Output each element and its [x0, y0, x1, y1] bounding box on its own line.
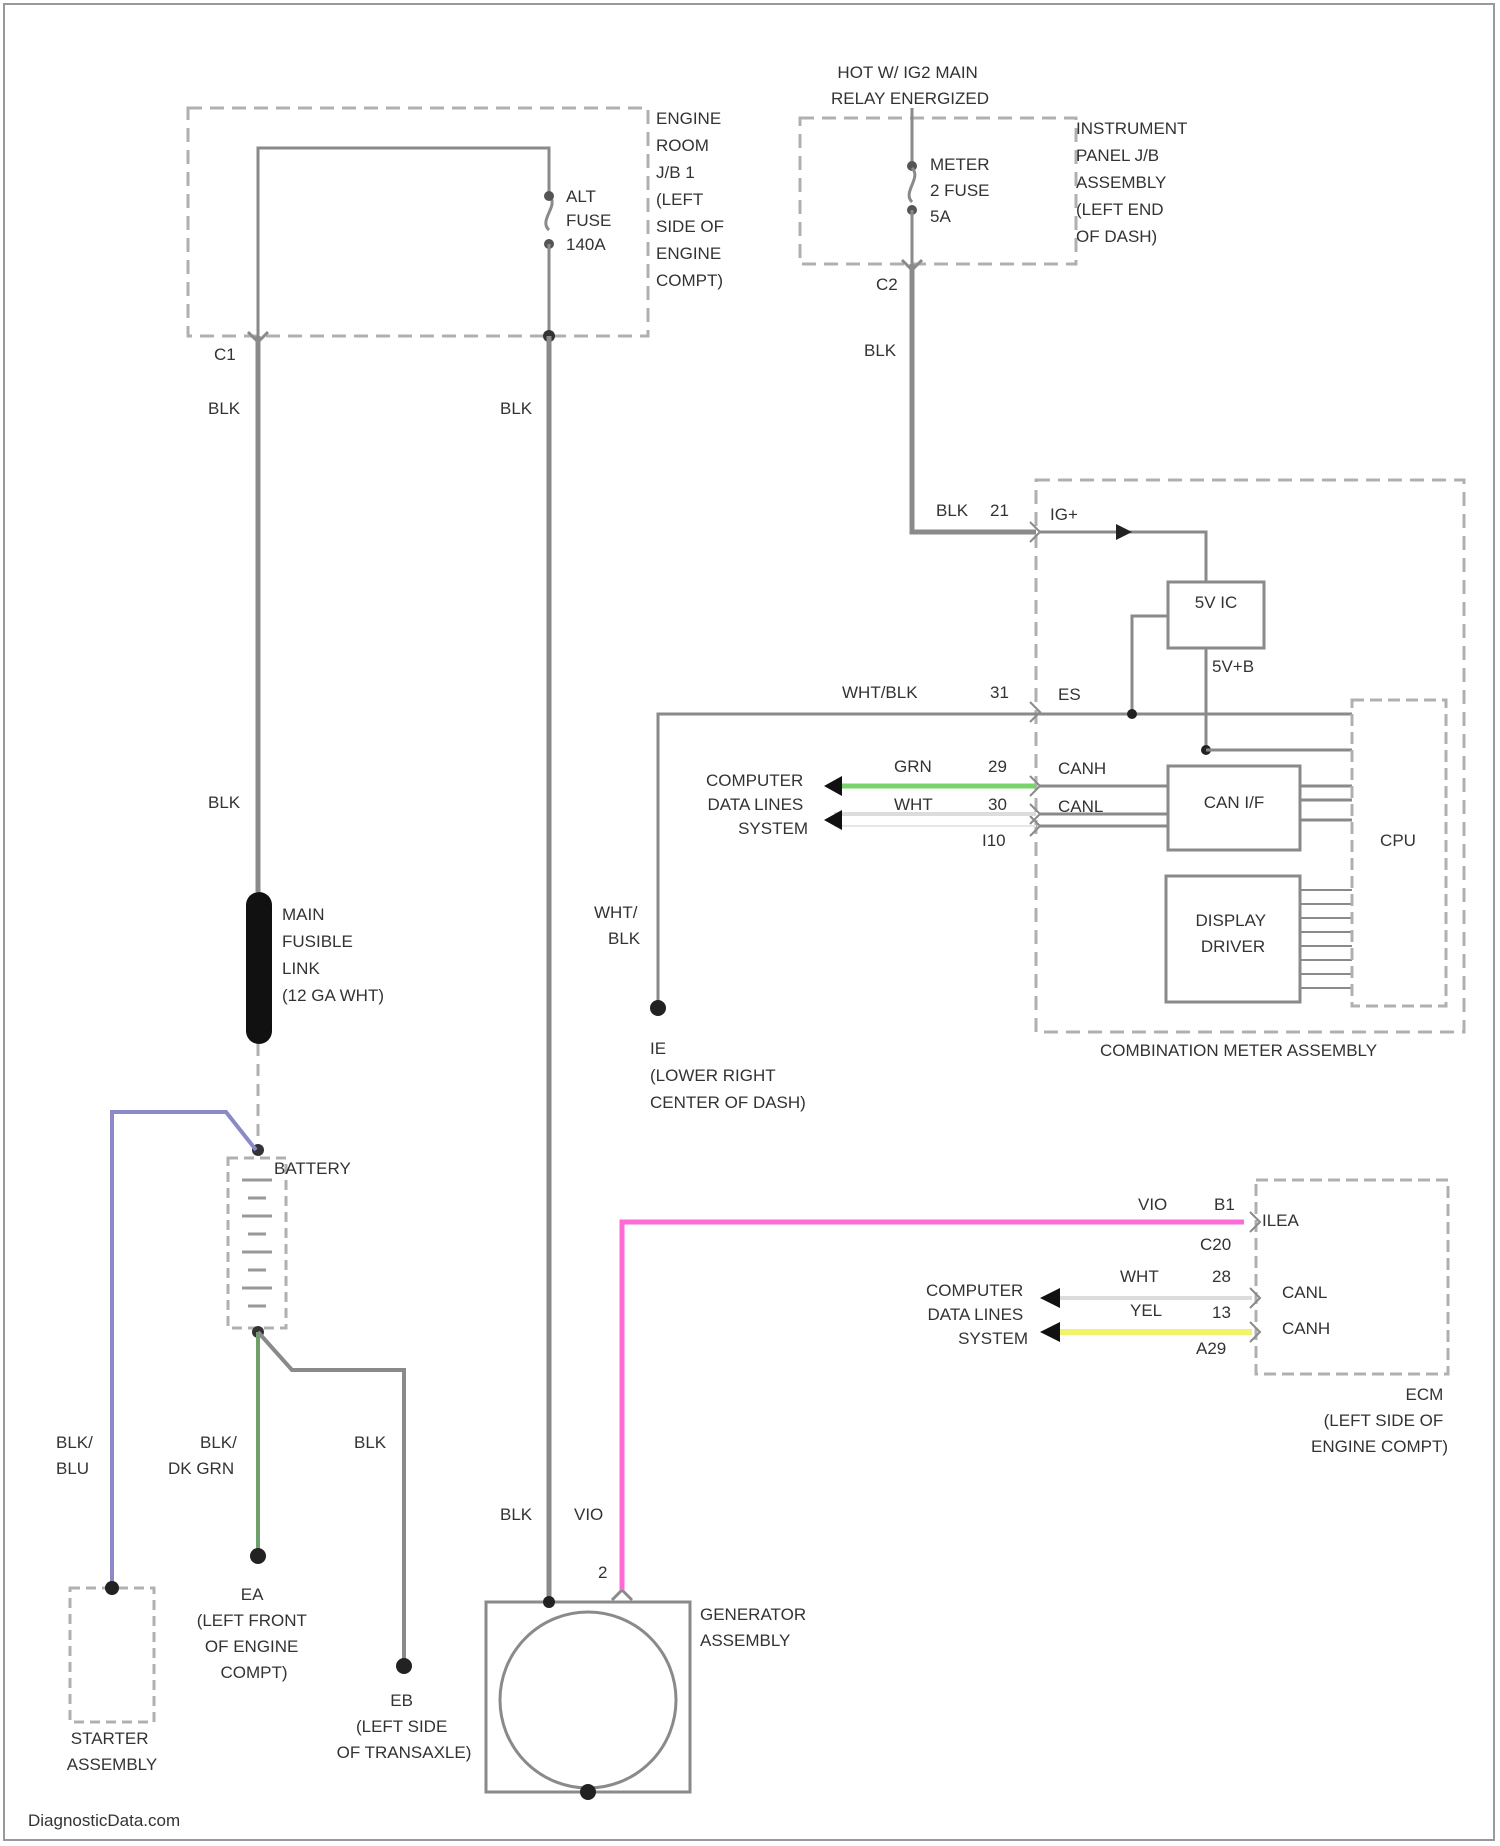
meter-ig-label: IG+: [1050, 505, 1078, 524]
wire-label-wht-2: WHT: [1120, 1267, 1159, 1286]
generator-b-terminal: [543, 1596, 555, 1608]
ecm-canh-label: CANH: [1282, 1319, 1330, 1338]
fusible-link-label: MAIN FUSIBLE LINK (12 GA WHT): [282, 905, 384, 1005]
display-driver-bus: [1300, 890, 1352, 988]
computer-data-lines-2-label: COMPUTER DATA LINES SYSTEM: [926, 1281, 1028, 1348]
ground-eb-label: EB (LEFT SIDE OF TRANSAXLE): [337, 1691, 472, 1762]
meter-fuse-symbol: [909, 168, 915, 202]
five-v-b-label: 5V+B: [1212, 657, 1254, 676]
ecm-pin-13: 13: [1212, 1303, 1231, 1322]
generator-pin-2: 2: [598, 1563, 607, 1582]
starter-terminal: [105, 1581, 119, 1595]
jb-internal-wire: [258, 148, 549, 336]
alt-fuse-label: ALT FUSE 140A: [566, 187, 616, 254]
wire-label-blk-7: BLK: [936, 501, 969, 520]
wire-label-grn: GRN: [894, 757, 932, 776]
watermark: DiagnosticData.com: [28, 1811, 180, 1830]
battery-box: [228, 1158, 286, 1328]
cpu-label: CPU: [1380, 831, 1416, 850]
wire-label-vio-1: VIO: [574, 1505, 603, 1524]
ground-eb-dot: [396, 1658, 412, 1674]
pin-i10: I10: [982, 831, 1006, 850]
wire-label-vio-2: VIO: [1138, 1195, 1167, 1214]
wire-label-yel: YEL: [1130, 1301, 1162, 1320]
wire-label-blk-5: BLK: [354, 1433, 387, 1452]
cpu-box: [1352, 700, 1446, 1006]
ground-ie-label: IE (LOWER RIGHT CENTER OF DASH): [650, 1039, 806, 1112]
pin-es: 31: [990, 683, 1009, 702]
alt-fuse-terminal-top: [544, 191, 554, 201]
connector-c2-label: C2: [876, 275, 898, 294]
hot-label: HOT W/ IG2 MAIN RELAY ENERGIZED: [831, 63, 989, 108]
ecm-pin-c20: C20: [1200, 1235, 1231, 1254]
generator-label: GENERATOR ASSEMBLY: [700, 1605, 811, 1650]
battery-label: BATTERY: [274, 1159, 351, 1178]
meter-canl-label: CANL: [1058, 797, 1103, 816]
pin-canl: 30: [988, 795, 1007, 814]
wire-label-blk-1: BLK: [208, 399, 241, 418]
ground-ea-dot: [250, 1548, 266, 1564]
ground-ie-dot: [650, 1000, 666, 1016]
ecm-label: ECM (LEFT SIDE OF ENGINE COMPT): [1311, 1385, 1448, 1456]
wire-es-to-ground-ie: [658, 714, 1040, 1008]
fusible-link-symbol: [246, 892, 272, 1044]
battery-cells: [242, 1180, 272, 1306]
connector-c1-label: C1: [214, 345, 236, 364]
es-junction: [1127, 709, 1137, 719]
meter-canh-arrow: [824, 776, 842, 796]
meter-canl-arrow: [824, 810, 842, 830]
five-v-ic-label: 5V IC: [1195, 593, 1238, 612]
meter-ig-internal-wire: [1040, 532, 1206, 582]
wire-label-wht-blk: WHT/BLK: [842, 683, 918, 702]
five-v-ic-ground-wire: [1132, 616, 1168, 714]
alt-fuse-symbol: [546, 196, 552, 230]
pin-canh: 29: [988, 757, 1007, 776]
starter-box: [70, 1588, 154, 1722]
wire-battery-to-starter: [112, 1112, 256, 1588]
generator-box: [486, 1602, 690, 1792]
ecm-canl-arrow: [1040, 1288, 1060, 1308]
wire-label-wht-blk-split: WHT/ BLK: [594, 903, 642, 948]
generator-ground-terminal: [580, 1784, 596, 1800]
five-v-ic-box: [1168, 582, 1264, 648]
ecm-pin-a29: A29: [1196, 1339, 1226, 1358]
ecm-pin-b1: B1: [1214, 1195, 1235, 1214]
meter-es-label: ES: [1058, 685, 1081, 704]
instrument-panel-jb-label: INSTRUMENT PANEL J/B ASSEMBLY (LEFT END …: [1076, 119, 1192, 246]
engine-room-jb-label: ENGINE ROOM J/B 1 (LEFT SIDE OF ENGINE C…: [656, 109, 729, 290]
pin-ig: 21: [990, 501, 1009, 520]
meter-canh-label: CANH: [1058, 759, 1106, 778]
ground-ea-label: EA (LEFT FRONT OF ENGINE COMPT): [197, 1585, 312, 1682]
wire-label-blk-2: BLK: [208, 793, 241, 812]
wire-meter-fuse-to-ig: [912, 264, 1036, 532]
meter-fuse-label: METER 2 FUSE 5A: [930, 155, 994, 226]
wire-label-blk-4: BLK: [500, 1505, 533, 1524]
generator-connector-2: [612, 1590, 632, 1600]
can-if-to-cpu-wires: [1300, 786, 1352, 820]
ecm-canl-label: CANL: [1282, 1283, 1327, 1302]
ecm-ilea-label: ILEA: [1262, 1211, 1300, 1230]
wire-label-blk-3: BLK: [500, 399, 533, 418]
can-if-label: CAN I/F: [1204, 793, 1264, 812]
combination-meter-label: COMBINATION METER ASSEMBLY: [1100, 1041, 1377, 1060]
wire-label-blk-6: BLK: [864, 341, 897, 360]
computer-data-lines-1-label: COMPUTER DATA LINES SYSTEM: [706, 771, 808, 838]
ecm-box: [1256, 1180, 1448, 1374]
wire-label-wht-1: WHT: [894, 795, 933, 814]
wire-label-blk-blu: BLK/ BLU: [56, 1433, 98, 1478]
ecm-pin-28: 28: [1212, 1267, 1231, 1286]
meter-ig-arrow: [1116, 524, 1132, 540]
ecm-canh-arrow: [1040, 1322, 1060, 1342]
wire-label-blk-dk-grn: BLK/ DK GRN: [168, 1433, 242, 1478]
starter-label: STARTER ASSEMBLY: [67, 1729, 157, 1774]
